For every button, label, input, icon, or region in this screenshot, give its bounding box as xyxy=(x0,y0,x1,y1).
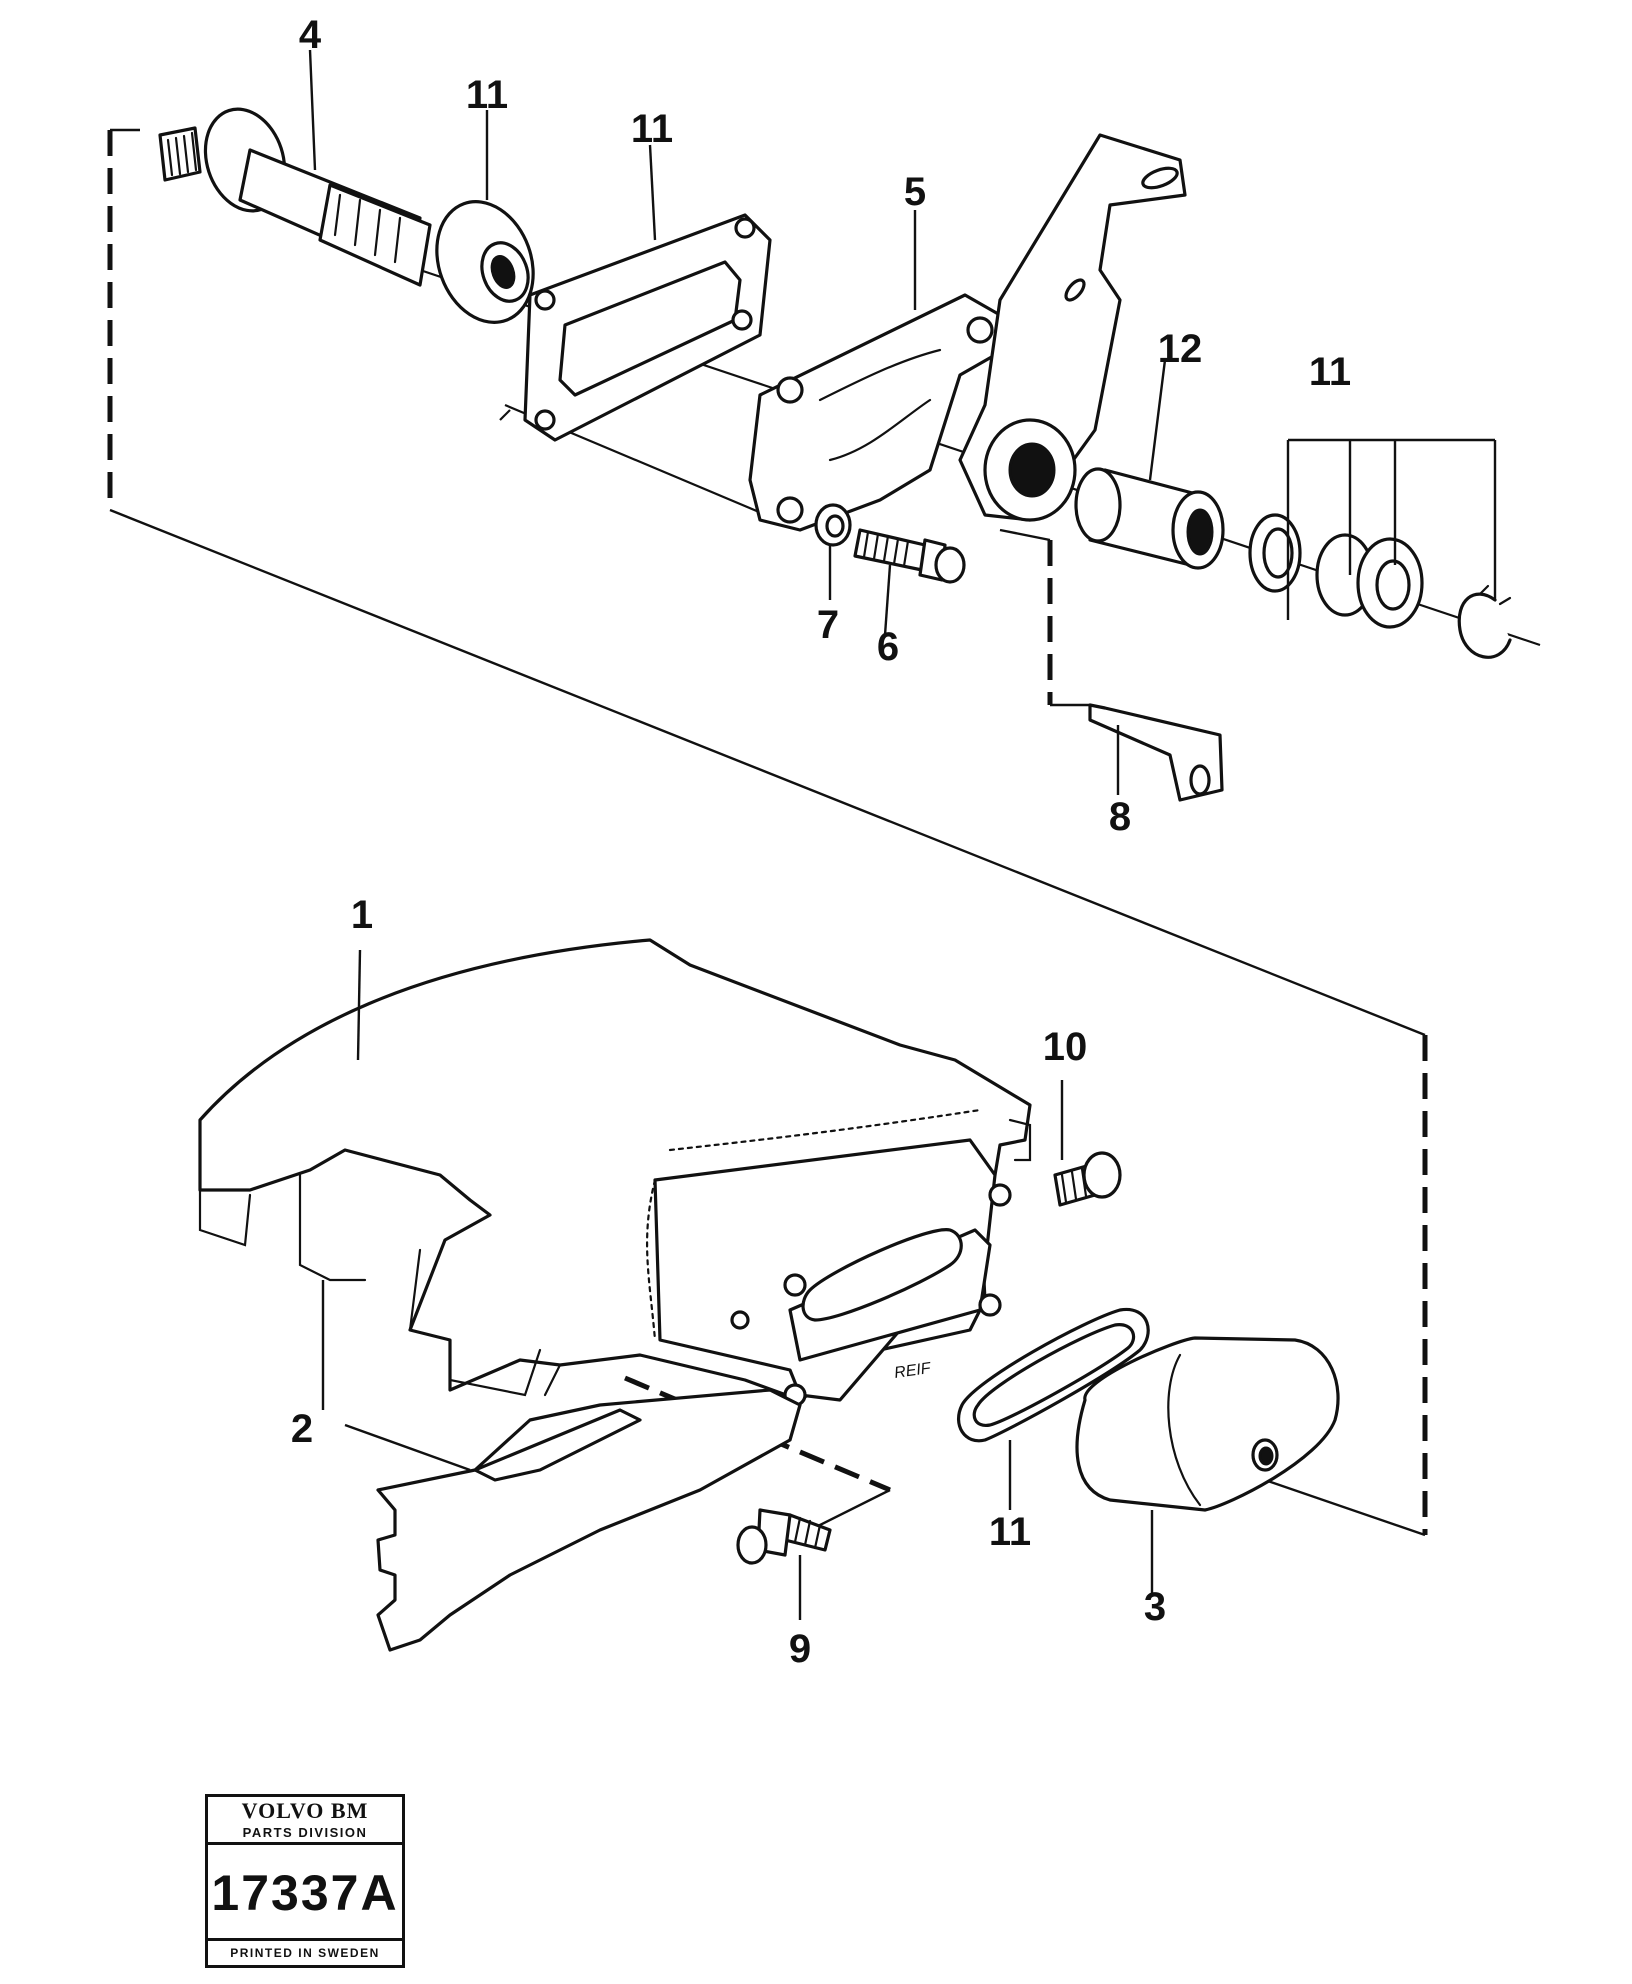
cast-mark-text: REIF xyxy=(893,1360,933,1382)
part-11-gasket xyxy=(523,213,772,442)
callout-5: 5 xyxy=(904,170,926,214)
callout-11-seal: 11 xyxy=(466,73,508,117)
callout-11-oval: 11 xyxy=(989,1510,1031,1554)
part-12-bushing xyxy=(1074,467,1225,570)
part-9-grease-nipple xyxy=(736,1508,832,1565)
callout-9: 9 xyxy=(789,1627,811,1671)
part-7-washer xyxy=(814,503,852,547)
part-11-seal-set xyxy=(1248,513,1512,659)
callout-3: 3 xyxy=(1144,1585,1166,1629)
stamp-division: PARTS DIVISION xyxy=(208,1823,402,1845)
part-5-housing xyxy=(748,293,1002,532)
stamp-drawing-number: 17337A xyxy=(208,1845,402,1941)
part-8-bracket xyxy=(1088,703,1224,802)
callout-8: 8 xyxy=(1109,795,1131,839)
assembly-boundary-dashed xyxy=(107,128,1428,1537)
part-6-bolt xyxy=(853,528,966,584)
stamp-brand: VOLVO BM xyxy=(241,1798,369,1823)
callout-11-seal-set: 11 xyxy=(1309,350,1351,394)
callout-labels: 4 11 11 5 12 11 7 6 8 1 10 2 11 3 9 xyxy=(291,13,1351,1671)
lever-arm xyxy=(958,133,1187,522)
part-1-body xyxy=(198,938,1032,1407)
part-10-screw xyxy=(1053,1151,1122,1207)
callout-2: 2 xyxy=(291,1407,313,1451)
part-4-shaft xyxy=(158,107,432,287)
callout-7: 7 xyxy=(817,603,839,647)
callout-6: 6 xyxy=(877,625,899,669)
stamp-printed-in: PRINTED IN SWEDEN xyxy=(230,1946,380,1960)
part-11-oval-gasket xyxy=(956,1307,1150,1443)
callout-12: 12 xyxy=(1158,327,1203,371)
callout-11-gasket: 11 xyxy=(631,107,673,151)
part-3-cover xyxy=(1075,1336,1340,1512)
callout-leaders xyxy=(308,49,1497,1620)
callout-4: 4 xyxy=(299,13,322,57)
part-2-cover-plate xyxy=(376,1388,802,1652)
part-11-seal-ring xyxy=(435,200,535,324)
parts-division-stamp: VOLVO BM PARTS DIVISION 17337A PRINTED I… xyxy=(205,1794,405,1968)
callout-10: 10 xyxy=(1043,1025,1088,1069)
callout-1: 1 xyxy=(351,893,373,937)
